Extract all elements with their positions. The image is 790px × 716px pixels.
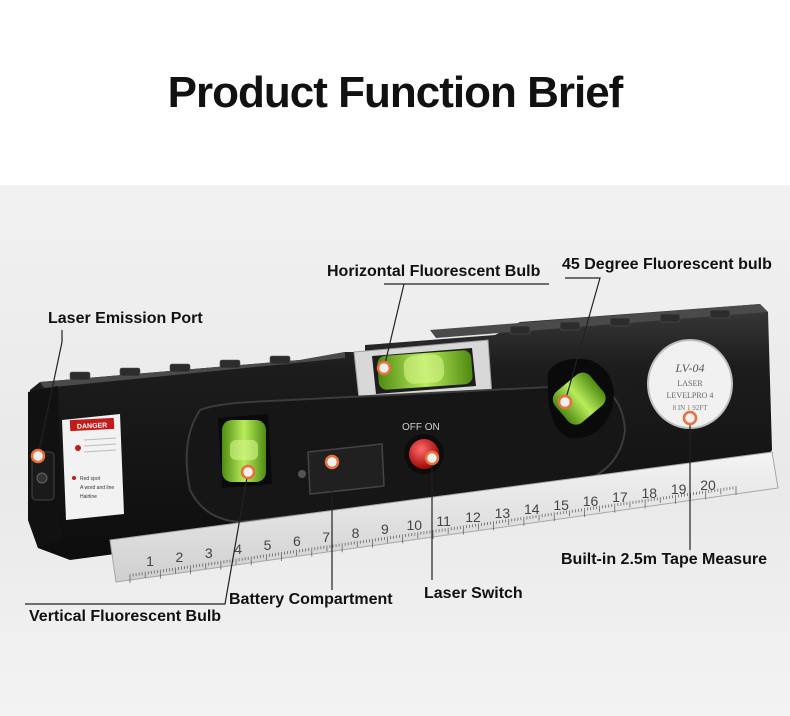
badge-model: LV-04: [675, 361, 705, 375]
label-45-degree-bulb: 45 Degree Fluorescent bulb: [562, 256, 772, 273]
ruler-number: 2: [175, 549, 183, 565]
switch-label: OFF ON: [402, 422, 440, 433]
label-horizontal-bulb: Horizontal Fluorescent Bulb: [327, 263, 541, 280]
ruler-number: 5: [264, 537, 272, 553]
degree45-vial: [547, 358, 614, 439]
accent-dots: [30, 360, 698, 480]
ruler-number: 4: [234, 541, 242, 557]
ruler-number: 6: [293, 533, 301, 549]
ruler-number: 17: [612, 489, 628, 505]
ruler-number: 16: [583, 493, 599, 509]
ruler-number: 3: [205, 545, 213, 561]
danger-sticker: DANGER Red spot A word and line Hairline: [62, 414, 124, 520]
ruler-number: 15: [553, 497, 569, 513]
danger-header: DANGER: [77, 422, 108, 431]
label-tape-measure: Built-in 2.5m Tape Measure: [561, 551, 767, 568]
ruler-number: 20: [700, 477, 716, 493]
label-vertical-bulb: Vertical Fluorescent Bulb: [29, 608, 222, 625]
ruler-number: 10: [407, 517, 423, 533]
ruler-number: 7: [322, 529, 330, 545]
callout-lines: [25, 277, 691, 605]
ruler-number: 11: [436, 513, 451, 529]
page-title: Product Function Brief: [167, 68, 624, 117]
ruler-number: 19: [671, 481, 687, 497]
danger-legend-2: A word and line: [80, 485, 114, 491]
ruler-number: 1: [146, 553, 154, 569]
ruler-number: 8: [352, 525, 360, 541]
label-laser-emission-port: Laser Emission Port: [48, 310, 203, 327]
danger-legend-1: Red spot: [80, 476, 101, 482]
ruler-number: 18: [641, 485, 657, 501]
ruler-number: 12: [465, 509, 481, 525]
battery-door: [298, 443, 385, 495]
label-laser-switch: Laser Switch: [424, 585, 523, 602]
ruler-number: 14: [524, 501, 540, 517]
ruler-number: 13: [495, 505, 511, 521]
danger-legend-3: Hairline: [80, 494, 97, 500]
badge-line-1: LASER: [677, 379, 703, 388]
ruler-number: 9: [381, 521, 389, 537]
badge-line-2: LEVELPRO 4: [667, 391, 714, 400]
badge-line-3: 8 IN 1 92FT: [673, 404, 709, 412]
label-battery-compartment: Battery Compartment: [229, 591, 393, 608]
